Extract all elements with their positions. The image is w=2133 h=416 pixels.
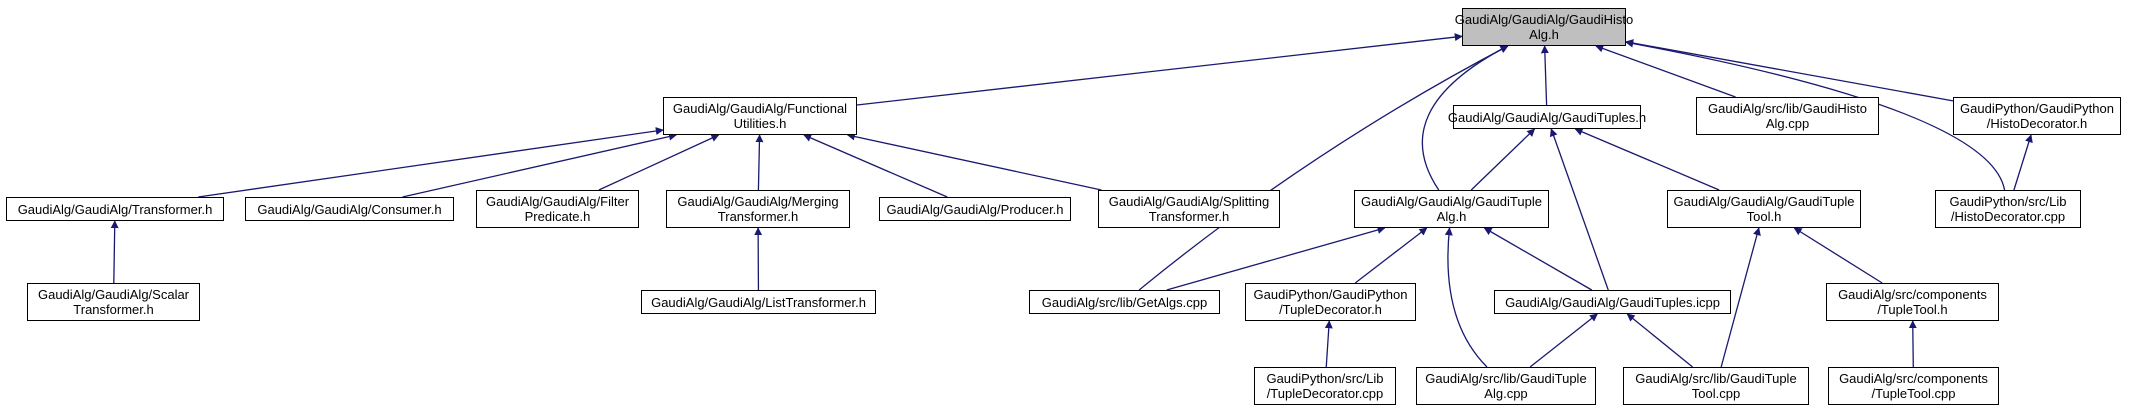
node-getalgs-cpp[interactable]: GaudiAlg/src/lib/GetAlgs.cpp	[1029, 290, 1220, 314]
node-gaudituples-h[interactable]: GaudiAlg/GaudiAlg/GaudiTuples.h	[1448, 105, 1646, 129]
edge-n14-to-n5	[110, 220, 119, 284]
edge-n18-to-n2	[1549, 128, 1609, 291]
node-tupledecorator-cpp[interactable]: GaudiPython/src/Lib /TupleDecorator.cpp	[1254, 367, 1396, 405]
edge-n1-to-n0	[856, 33, 1463, 106]
node-gaudituples-icpp[interactable]: GaudiAlg/GaudiAlg/GaudiTuples.icpp	[1494, 290, 1731, 314]
edge-n7-to-n1	[598, 134, 720, 191]
node-gaudituple-tool-h[interactable]: GaudiAlg/GaudiAlg/GaudiTuple Tool.h	[1667, 190, 1861, 228]
edge-n5-to-n1	[198, 127, 664, 198]
node-mergingtransformer-h[interactable]: GaudiAlg/GaudiAlg/Merging Transformer.h	[666, 190, 850, 228]
edge-n22-to-n12	[1720, 227, 1761, 368]
edge-n21-to-n11	[1444, 227, 1488, 368]
node-transformer-h[interactable]: GaudiAlg/GaudiAlg/Transformer.h	[6, 197, 224, 221]
edge-n10-to-n1	[846, 132, 1102, 191]
edge-n12-to-n2	[1574, 128, 1720, 191]
node-scalartransformer-h[interactable]: GaudiAlg/GaudiAlg/Scalar Transformer.h	[27, 283, 200, 321]
node-producer-h[interactable]: GaudiAlg/GaudiAlg/Producer.h	[879, 197, 1071, 221]
node-gaudihistoalg-h[interactable]: GaudiAlg/GaudiAlg/GaudiHisto Alg.h	[1455, 8, 1633, 46]
edge-n9-to-n1	[803, 134, 948, 198]
edge-n4-to-n0	[1625, 39, 1954, 102]
edge-n11-to-n0	[1421, 45, 1509, 191]
node-tupletool-h[interactable]: GaudiAlg/src/components /TupleTool.h	[1826, 283, 1999, 321]
edge-n18-to-n11	[1483, 227, 1593, 291]
edge-n2-to-n0	[1540, 45, 1549, 106]
node-splittingtransformer-h[interactable]: GaudiAlg/GaudiAlg/Splitting Transformer.…	[1098, 190, 1280, 228]
edge-n16-to-n0	[1138, 45, 1509, 291]
node-filterpredicate-h[interactable]: GaudiAlg/GaudiAlg/Filter Predicate.h	[476, 190, 639, 228]
node-tupledecorator-h[interactable]: GaudiPython/GaudiPython /TupleDecorator.…	[1245, 283, 1416, 321]
node-listtransformer-h[interactable]: GaudiAlg/GaudiAlg/ListTransformer.h	[641, 290, 876, 314]
edge-n6-to-n1	[402, 132, 677, 198]
node-consumer-h[interactable]: GaudiAlg/GaudiAlg/Consumer.h	[245, 197, 454, 221]
node-tupletool-cpp[interactable]: GaudiAlg/src/components /TupleTool.cpp	[1828, 367, 1999, 405]
node-histodecorator-h[interactable]: GaudiPython/GaudiPython /HistoDecorator.…	[1953, 97, 2121, 135]
edge-n22-to-n18	[1626, 313, 1693, 368]
edge-n13-to-n0	[1625, 39, 2006, 191]
edge-n17-to-n11	[1354, 227, 1428, 284]
edge-n21-to-n18	[1529, 313, 1598, 368]
edge-n8-to-n1	[755, 134, 764, 191]
node-gaudituple-tool-cpp[interactable]: GaudiAlg/src/lib/GaudiTuple Tool.cpp	[1623, 367, 1809, 405]
node-gaudituplealg-h[interactable]: GaudiAlg/GaudiAlg/GaudiTuple Alg.h	[1354, 190, 1549, 228]
edge-n3-to-n0	[1595, 44, 1736, 98]
node-gaudituplealg-cpp[interactable]: GaudiAlg/src/lib/GaudiTuple Alg.cpp	[1416, 367, 1596, 405]
edge-n19-to-n12	[1793, 227, 1883, 284]
node-histodecorator-cpp[interactable]: GaudiPython/src/Lib /HistoDecorator.cpp	[1935, 190, 2081, 228]
node-gaudihistoalg-cpp[interactable]: GaudiAlg/src/lib/GaudiHisto Alg.cpp	[1696, 97, 1879, 135]
edge-n20-to-n17	[1324, 320, 1333, 368]
node-functionalutilities-h[interactable]: GaudiAlg/GaudiAlg/Functional Utilities.h	[663, 97, 857, 135]
edge-n16-to-n11	[1166, 226, 1386, 291]
edge-n13-to-n4	[2013, 134, 2033, 191]
edge-n11-to-n2	[1470, 128, 1536, 191]
edge-n23-to-n19	[1908, 320, 1917, 368]
